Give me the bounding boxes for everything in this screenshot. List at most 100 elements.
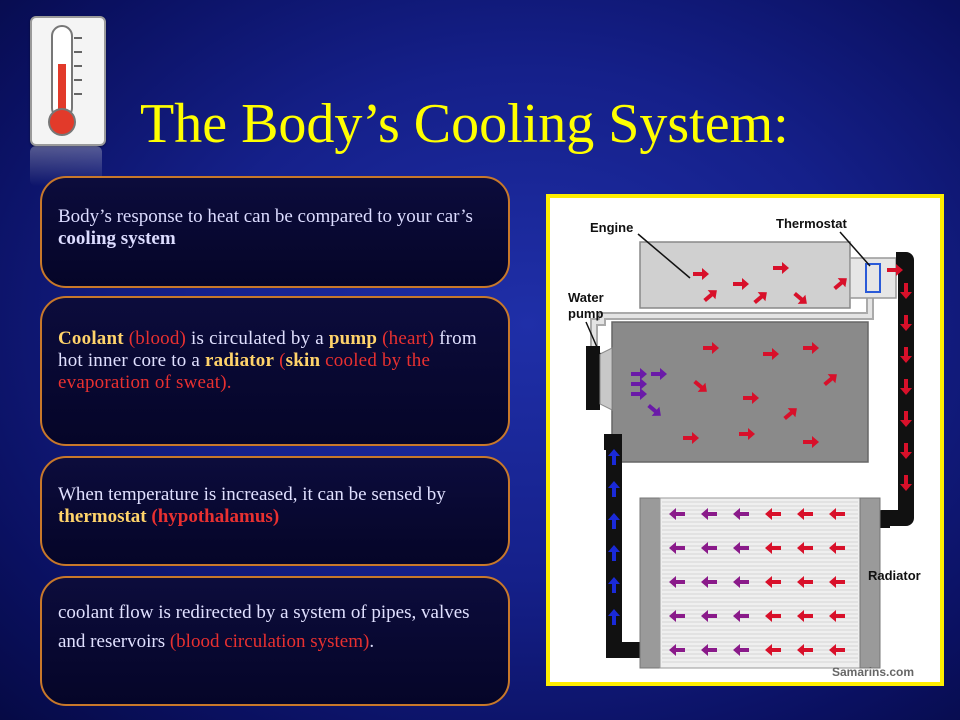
- radiator-flow-arrow: [701, 542, 717, 554]
- radiator-flow-arrow: [765, 542, 781, 554]
- radiator-flow-arrow: [733, 508, 749, 520]
- radiator-flow-arrow: [733, 542, 749, 554]
- return-flow-arrow: [608, 545, 620, 561]
- text-run: thermostat: [58, 506, 147, 527]
- slide-title: The Body’s Cooling System:: [140, 93, 789, 155]
- text-box-coolant: Coolant (blood) is circulated by a pump …: [40, 296, 510, 446]
- return-flow-arrow: [608, 481, 620, 497]
- hose-flow-arrow: [900, 443, 912, 459]
- hot-flow-arrow: [833, 278, 847, 291]
- hot-flow-arrow: [803, 436, 819, 448]
- text-box-cooling-system: Body’s response to heat can be compared …: [40, 176, 510, 288]
- hot-flow-arrow: [803, 342, 819, 354]
- text-run: (blood): [128, 328, 187, 349]
- hot-flow-arrow: [753, 292, 767, 305]
- hot-flow-arrow: [733, 278, 749, 290]
- radiator-flow-arrow: [701, 508, 717, 520]
- hot-flow-arrow: [783, 408, 797, 421]
- hot-flow-arrow: [683, 432, 699, 444]
- text-run: radiator: [204, 350, 275, 371]
- radiator-fins: [662, 501, 858, 663]
- text-run: When temperature is increased, it can be…: [58, 484, 446, 505]
- thermostat-valve: [865, 263, 881, 293]
- radiator-flow-arrow: [701, 610, 717, 622]
- radiator-flow-arrow: [701, 576, 717, 588]
- box-text: Body’s response to heat can be compared …: [58, 206, 498, 250]
- cooling-system-diagram: Engine Thermostat Water pump Radiator Sa…: [546, 194, 944, 686]
- upper-hose: [874, 252, 914, 528]
- water-pump: [599, 347, 613, 411]
- hot-flow-arrow: [823, 374, 837, 387]
- radiator-flow-arrow: [765, 610, 781, 622]
- hot-flow-arrow: [793, 291, 807, 304]
- radiator-flow-arrow: [797, 644, 813, 656]
- text-run: from hot inner core to a: [58, 328, 477, 371]
- cold-flow-arrow: [631, 368, 647, 380]
- radiator-flow-arrow: [829, 508, 845, 520]
- text-run: Coolant: [58, 328, 124, 349]
- text-run: coolant flow is redirected by a system o…: [58, 602, 470, 652]
- engine-upper: [639, 241, 851, 309]
- label-radiator: Radiator: [868, 568, 921, 583]
- box-text: When temperature is increased, it can be…: [58, 484, 498, 528]
- hose-flow-arrow: [900, 411, 912, 427]
- radiator-flow-arrow: [797, 542, 813, 554]
- engine-block: [611, 321, 869, 463]
- radiator-flow-arrow: [765, 508, 781, 520]
- text-run: (blood circulation system): [169, 631, 370, 652]
- radiator-flow-arrow: [765, 576, 781, 588]
- return-flow-arrow: [608, 577, 620, 593]
- text-run: is circulated by a: [186, 328, 329, 349]
- text-run: (hypothalamus): [151, 506, 280, 527]
- cold-flow-arrow: [651, 368, 667, 380]
- radiator-flow-arrow: [797, 576, 813, 588]
- radiator-flow-arrow: [797, 610, 813, 622]
- cold-flow-arrow: [631, 378, 647, 390]
- text-run: cooling system: [58, 228, 176, 249]
- return-flow-arrow: [608, 449, 620, 465]
- text-run: .: [369, 631, 375, 652]
- text-box-coolant-flow: coolant flow is redirected by a system o…: [40, 576, 510, 706]
- radiator-flow-arrow: [765, 644, 781, 656]
- label-thermostat: Thermostat: [776, 216, 847, 231]
- radiator-flow-arrow: [733, 610, 749, 622]
- hot-flow-arrow: [739, 428, 755, 440]
- flow-arrows: [608, 262, 912, 656]
- radiator-flow-arrow: [669, 508, 685, 520]
- radiator-tank-left: [639, 497, 661, 669]
- radiator-flow-arrow: [669, 610, 685, 622]
- radiator-flow-arrow: [669, 576, 685, 588]
- cold-flow-arrow: [647, 403, 661, 416]
- text-box-thermostat: When temperature is increased, it can be…: [40, 456, 510, 566]
- label-engine: Engine: [590, 220, 633, 235]
- hose-flow-arrow: [900, 283, 912, 299]
- hot-flow-arrow: [703, 290, 717, 303]
- hot-flow-arrow: [887, 264, 903, 276]
- text-run: pump: [328, 328, 378, 349]
- hot-flow-arrow: [703, 342, 719, 354]
- radiator-flow-arrow: [733, 644, 749, 656]
- label-credit: Samarins.com: [832, 665, 914, 679]
- thermometer-icon: [30, 16, 106, 146]
- hose-flow-arrow: [900, 475, 912, 491]
- radiator-flow-arrow: [797, 508, 813, 520]
- radiator-flow-arrow: [829, 576, 845, 588]
- radiator-flow-arrow: [733, 576, 749, 588]
- hose-flow-arrow: [900, 347, 912, 363]
- hose-flow-arrow: [900, 379, 912, 395]
- text-run: Body’s response to heat can be compared …: [58, 206, 473, 227]
- text-run: cooled by the evaporation of sweat).: [58, 350, 431, 393]
- box-text: coolant flow is redirected by a system o…: [58, 598, 498, 656]
- radiator-flow-arrow: [829, 542, 845, 554]
- text-run: (: [279, 350, 286, 371]
- cold-flow-arrow: [631, 388, 647, 400]
- radiator-tank-right: [859, 497, 881, 669]
- label-pump: pump: [568, 306, 603, 321]
- hot-flow-arrow: [693, 268, 709, 280]
- radiator-flow-arrow: [829, 644, 845, 656]
- return-flow-arrow: [608, 513, 620, 529]
- hot-flow-arrow: [693, 379, 707, 392]
- text-run: skin: [285, 350, 321, 371]
- hose-flow-arrow: [900, 315, 912, 331]
- box-text: Coolant (blood) is circulated by a pump …: [58, 328, 498, 394]
